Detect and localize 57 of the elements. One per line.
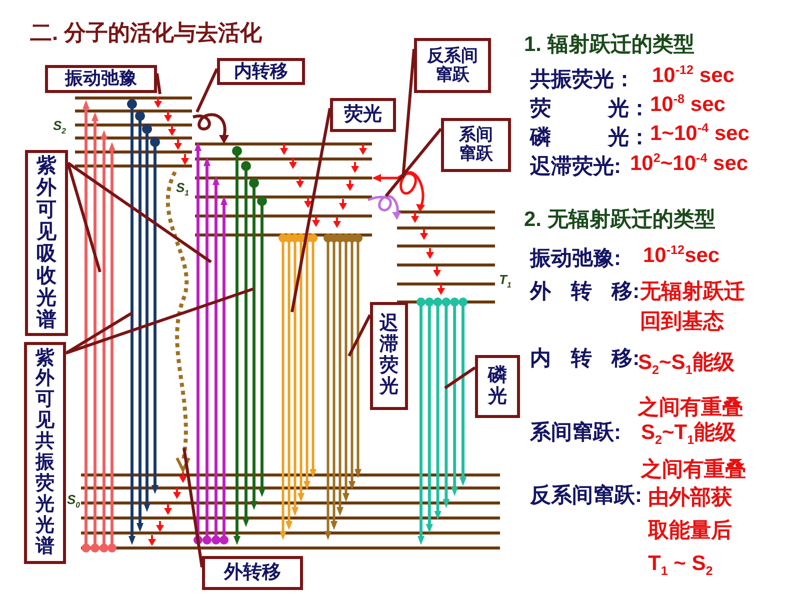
label-box [414, 38, 491, 93]
leader-line [67, 162, 212, 264]
leader-line [444, 366, 476, 390]
section-heading: 1. 辐射跃迁的类型 [524, 32, 694, 58]
section-title: 二. 分子的活化与去活化 [30, 19, 262, 47]
value-text: S$_{2}$~T$_{1}$能级之间有重叠 [641, 420, 747, 484]
term-label: 迟滞荧光: [530, 154, 621, 180]
leader-line [182, 448, 204, 568]
leader-line [290, 108, 332, 312]
label-box [441, 118, 511, 172]
label-box [25, 150, 68, 336]
term-label: 内转移 [234, 62, 288, 82]
leader-line [66, 162, 102, 272]
label-box [24, 342, 66, 564]
term-label: 反系间窜跃 [427, 46, 478, 84]
level-label: S$_{2}$ [53, 118, 66, 136]
term-label: 共振荧光： [530, 67, 635, 93]
value-text: S$_{2}$~S$_{1}$能级之间有重叠 [638, 350, 744, 421]
leader-line [402, 48, 416, 178]
leader-line [196, 68, 218, 113]
term-label: 振动弛豫 [65, 69, 137, 89]
term-label: 系间窜跃: [530, 420, 621, 446]
section-heading: 2. 无辐射跃迁的类型 [524, 206, 716, 233]
level-label: S$_{0}$ [67, 492, 80, 510]
value-text: 10$^{2}$~10$^{-4}$ sec [630, 151, 748, 176]
term-label: 反系间窜跃: [530, 482, 642, 509]
leader-line [348, 314, 372, 357]
term-label: 紫外可见吸收光谱 [36, 155, 56, 331]
value-text: 10$^{-12}$sec [643, 243, 720, 268]
level-label: S$_{1}$ [176, 180, 190, 198]
label-box [370, 302, 408, 410]
value-text: 由外部获取能量后T$_{1}$ ~ S$_{2}$ [648, 484, 733, 580]
label-box [475, 355, 520, 418]
term-label: 荧光 [344, 104, 382, 126]
term-label: 迟滞荧光 [380, 314, 398, 398]
term-label: 系间窜跃 [459, 126, 493, 164]
leader-line [65, 312, 133, 354]
value-text: 无辐射跃迁回到基态 [640, 278, 746, 335]
term-label: 磷 光： [530, 125, 650, 151]
term-label: 荧 光： [530, 96, 650, 122]
label-box [330, 98, 396, 132]
value-text: 10$^{-12}$ sec [652, 63, 734, 88]
value-text: 10$^{-8}$ sec [650, 92, 726, 117]
value-text: 1~10$^{-4}$ sec [650, 121, 750, 146]
term-label: 磷光 [488, 366, 507, 408]
label-box [217, 58, 305, 85]
term-label: 紫外可见共振荧光光谱 [36, 348, 54, 558]
leader-line [156, 73, 162, 94]
label-box [202, 556, 303, 590]
label-box [45, 65, 157, 93]
term-label: 外 转 移: [530, 279, 640, 305]
leader-line [66, 288, 254, 355]
level-label: T$_{1}$ [499, 272, 512, 290]
leader-line [384, 128, 442, 197]
term-label: 振动弛豫: [530, 246, 621, 272]
term-label: 内 转 移: [530, 346, 640, 372]
term-label: 外转移 [224, 562, 281, 584]
